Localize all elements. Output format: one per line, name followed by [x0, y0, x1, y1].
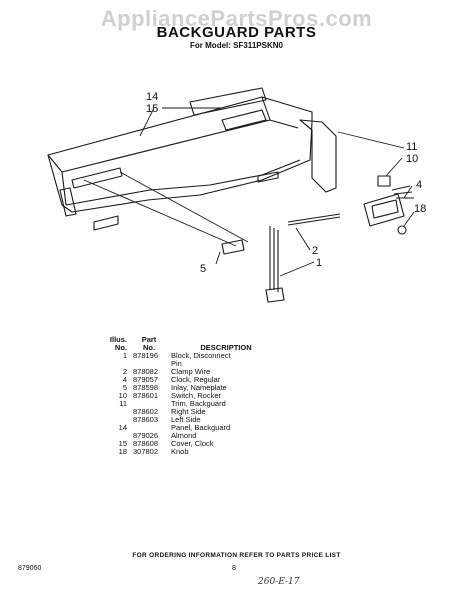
table-row: 878603 Left Side — [104, 416, 284, 424]
table-row: 1 878196 Block, Disconnect — [104, 352, 284, 360]
cell-description: Knob — [171, 447, 189, 456]
table-row: 18 307802 Knob — [104, 448, 284, 456]
cell-description: Clamp Wire — [171, 367, 211, 376]
cell-part-no: 879026 — [133, 431, 159, 440]
table-row: 878602 Right Side — [104, 408, 284, 416]
table-row: 5 878598 Inlay, Nameplate — [104, 384, 284, 392]
header-description: DESCRIPTION — [200, 343, 252, 352]
exploded-parts-diagram: 14 15 11 10 4 18 2 1 5 — [47, 87, 426, 303]
parts-table-header: Illus. No. Part No. DESCRIPTION — [104, 336, 284, 352]
cell-part-no: 878082 — [133, 367, 159, 376]
table-row: Pin — [104, 360, 284, 368]
watermark: AppliancePartsPros.com — [100, 6, 373, 31]
table-row: 10 878601 Switch, Rocker — [104, 392, 284, 400]
header-part-no: Part No. — [141, 335, 157, 352]
cell-description: Inlay, Nameplate — [171, 383, 227, 392]
cell-description: Block, Disconnect — [171, 351, 231, 360]
document-code: 879060 — [18, 565, 42, 572]
knob-part — [397, 225, 407, 235]
model-subtitle: For Model: SF311PSKN0 — [190, 41, 283, 50]
cell-description: Trim, Backguard — [171, 399, 226, 408]
cell-description: Right Side — [171, 407, 206, 416]
cell-illus-no: 18 — [118, 447, 127, 456]
cell-illus-no: 10 — [118, 391, 127, 400]
cell-illus-no: 14 — [118, 423, 127, 432]
cell-part-no: 878196 — [133, 351, 159, 360]
callout-14: 14 — [146, 91, 158, 103]
handwritten-note: 260-E-17 — [258, 577, 300, 587]
callout-5: 5 — [200, 263, 206, 275]
callout-2: 2 — [312, 245, 318, 257]
ordering-footer: FOR ORDERING INFORMATION REFER TO PARTS … — [132, 552, 341, 559]
table-row: 879026 Almond — [104, 432, 284, 440]
callout-10: 10 — [406, 153, 418, 165]
nameplate-inlay-part — [221, 239, 245, 255]
cell-illus-no: 4 — [122, 375, 127, 384]
callout-15: 15 — [146, 103, 158, 115]
clock-part — [363, 193, 405, 227]
cell-description: Clock, Regular — [171, 375, 221, 384]
table-row: 15 878608 Cover, Clock — [104, 440, 284, 448]
cell-part-no: 878602 — [133, 407, 159, 416]
clock-cover-part — [189, 87, 267, 116]
rocker-switch-part — [377, 175, 391, 187]
cell-part-no: 878603 — [133, 415, 159, 424]
cell-description: Almond — [171, 431, 197, 440]
table-row: 11 Trim, Backguard — [104, 400, 284, 408]
cell-part-no: 878608 — [133, 439, 159, 448]
cell-illus-no: 5 — [122, 383, 127, 392]
table-row: 2 878082 Clamp Wire — [104, 368, 284, 376]
callout-4: 4 — [416, 179, 422, 191]
page-number: 8 — [232, 565, 236, 572]
wire-clamp-part — [287, 213, 341, 226]
callout-1: 1 — [316, 257, 322, 269]
cell-description: Pin — [171, 359, 182, 368]
callout-18: 18 — [414, 203, 426, 215]
header-illus-no: Illus. No. — [109, 335, 127, 352]
table-row: 14 Panel, Backguard — [104, 424, 284, 432]
cell-illus-no: 11 — [119, 399, 127, 408]
cell-description: Cover, Clock — [171, 439, 214, 448]
table-row: 4 879057 Clock, Regular — [104, 376, 284, 384]
cell-illus-no — [104, 408, 130, 416]
cell-illus-no: 1 — [122, 351, 127, 360]
cell-part-no: 879057 — [133, 375, 159, 384]
backguard-panel-part — [47, 96, 313, 213]
callout-11: 11 — [406, 141, 417, 153]
cell-description: Switch, Rocker — [171, 391, 222, 400]
cell-part-no: 878598 — [133, 383, 159, 392]
disconnect-block-part — [269, 226, 279, 292]
page-title: BACKGUARD PARTS — [156, 24, 317, 41]
parts-table: Illus. No. Part No. DESCRIPTION 1 878196 B… — [104, 336, 284, 456]
cell-part-no: 878601 — [133, 391, 159, 400]
right-side-trim-part — [299, 119, 337, 193]
cell-illus-no: 15 — [118, 439, 127, 448]
cell-part-no: 307802 — [133, 447, 159, 456]
cell-illus-no: 2 — [122, 367, 127, 376]
cell-description: Left Side — [171, 415, 201, 424]
cell-description: Panel, Backguard — [171, 423, 231, 432]
